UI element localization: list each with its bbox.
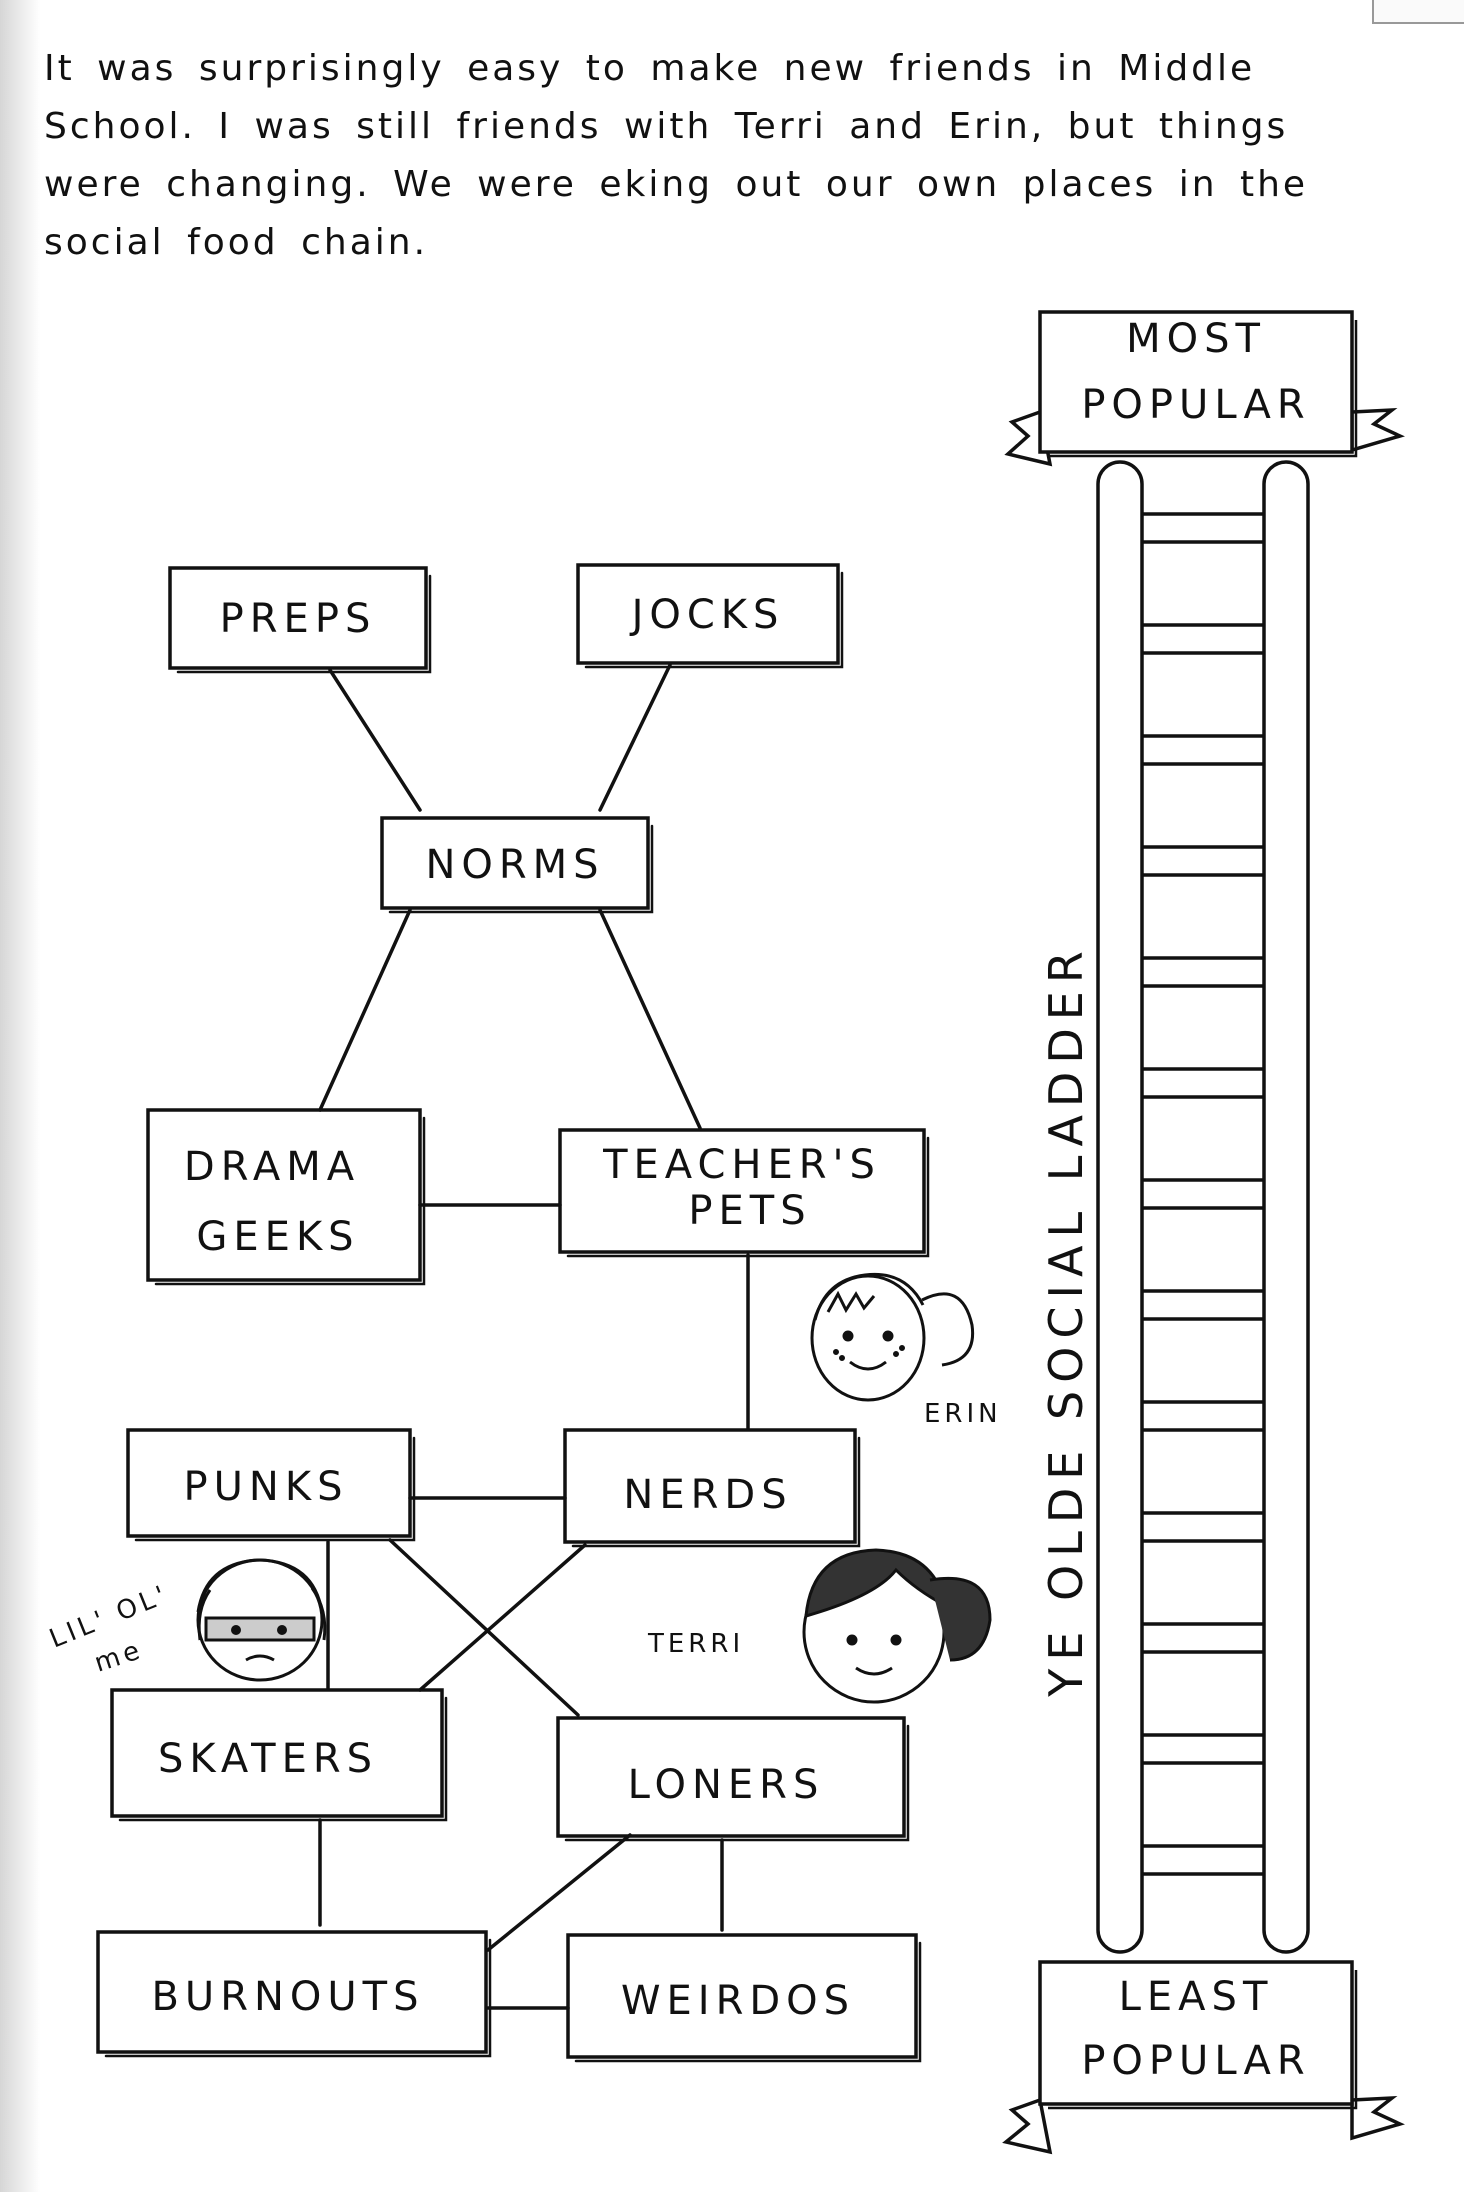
label-skaters: SKATERS <box>158 1736 378 1782</box>
box-skaters <box>110 1688 444 1818</box>
label-teachers-pets-line1: TEACHER'S <box>602 1142 881 1188</box>
ladder-rung <box>1128 956 1282 988</box>
label-erin: ERIN <box>924 1399 1002 1429</box>
bottom-banner <box>1038 1960 1354 2106</box>
edge-nerds-skaters <box>418 1543 587 1692</box>
ladder-rung <box>1128 1511 1282 1543</box>
label-drama-geeks-line2: GEEKS <box>196 1214 359 1260</box>
label-loners: LONERS <box>628 1762 825 1808</box>
corner-tab <box>1372 0 1464 24</box>
terri-doodle <box>802 1548 992 1704</box>
label-norms: NORMS <box>425 842 604 888</box>
label-me-line2: me <box>91 1635 147 1679</box>
ladder-rung <box>1128 1178 1282 1210</box>
box-nerds <box>563 1428 857 1544</box>
ladder-bottom-line2: POPULAR <box>1081 2038 1310 2084</box>
label-nerds: NERDS <box>623 1472 792 1518</box>
edge-norms-teachers <box>598 908 702 1130</box>
ladder-rung <box>1128 1289 1282 1321</box>
edge-loners-burnouts <box>486 1833 632 1952</box>
box-burnouts <box>96 1930 488 2054</box>
social-ladder <box>1002 310 1405 2155</box>
ladder-rung <box>1128 623 1282 655</box>
label-weirdos: WEIRDOS <box>621 1978 855 2024</box>
erin-doodle <box>810 1272 975 1402</box>
ladder-rung <box>1128 1400 1282 1432</box>
ladder-top-line1: MOST <box>1126 316 1266 362</box>
edge-jocks-norms <box>598 663 672 812</box>
box-jocks <box>576 563 840 665</box>
edge-punks-loners <box>388 1538 580 1717</box>
bottom-banner-right-tail <box>1350 2095 1405 2141</box>
label-jocks: JOCKS <box>629 592 785 638</box>
ladder-bottom-line1: LEAST <box>1119 1974 1274 2020</box>
top-banner <box>1038 310 1354 454</box>
ladder-top-line2: POPULAR <box>1081 382 1310 428</box>
box-drama-geeks <box>146 1108 422 1282</box>
box-loners <box>556 1716 906 1838</box>
edge-preps-norms <box>328 668 422 812</box>
ladder-rung <box>1128 1844 1282 1876</box>
box-weirdos <box>566 1933 918 2059</box>
bottom-banner-left-tail <box>1002 2097 1053 2155</box>
label-terri: TERRI <box>647 1629 744 1659</box>
ladder-rung <box>1128 1067 1282 1099</box>
label-punks: PUNKS <box>184 1464 349 1510</box>
ladder-rung <box>1128 1733 1282 1765</box>
ladder-rung <box>1128 845 1282 877</box>
narration-text: It was surprisingly easy to make new fri… <box>44 48 1309 263</box>
ladder-right-rail <box>1262 460 1310 1954</box>
edge-norms-drama <box>318 908 412 1112</box>
ladder-rung <box>1128 734 1282 766</box>
label-drama-geeks-line1: DRAMA <box>184 1144 360 1190</box>
me-doodle <box>196 1558 327 1682</box>
box-norms <box>380 816 650 910</box>
box-preps <box>168 566 428 670</box>
box-teachers-pets <box>558 1128 926 1254</box>
label-preps: PREPS <box>220 596 377 642</box>
label-teachers-pets-line2: PETS <box>688 1188 811 1234</box>
ladder-rung <box>1128 512 1282 544</box>
ladder-rung <box>1128 1622 1282 1654</box>
ladder-title: YE OLDE SOCIAL LADDER <box>1039 943 1093 1698</box>
page-edge-shadow <box>0 0 40 2192</box>
ladder-left-rail <box>1096 460 1144 1954</box>
top-banner-right-tail <box>1350 407 1405 453</box>
box-punks <box>126 1428 412 1538</box>
label-burnouts: BURNOUTS <box>151 1974 424 2020</box>
